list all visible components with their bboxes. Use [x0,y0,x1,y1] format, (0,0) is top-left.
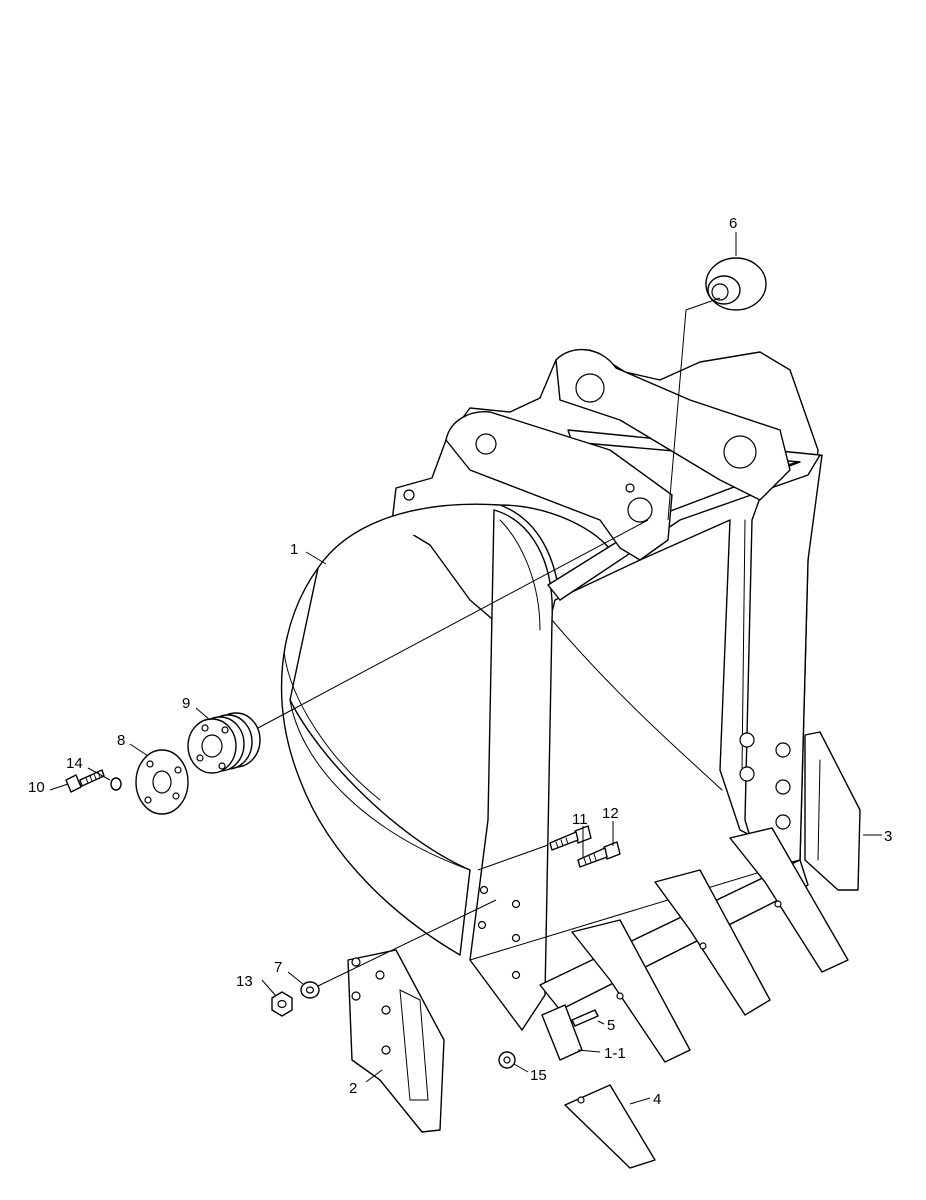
side-cutter-left [347,949,445,1133]
callout-11: 11 [572,811,588,828]
callout-15: 15 [530,1067,547,1084]
nut-13 [271,991,293,1017]
callout-leaders [49,232,882,1105]
callout-6: 6 [729,215,737,232]
pin-5 [571,1009,599,1027]
callout-3: 3 [884,828,892,845]
callout-10: 10 [28,779,45,796]
washer-14 [110,777,122,791]
bolt-11 [549,825,592,851]
washer-15 [498,1051,516,1069]
callout-8: 8 [117,732,125,749]
tooth-point [564,1084,656,1169]
callout-12: 12 [602,805,619,822]
bushing [705,257,767,311]
side-cutter-right [804,731,861,891]
assembly-lines [257,297,721,987]
mounting-lugs [403,348,791,561]
callout-13: 13 [236,973,253,990]
bolt-12 [577,841,621,868]
callout-2: 2 [349,1080,357,1097]
washer-7 [300,981,320,999]
bucket-teeth [541,827,849,1063]
callout-4: 4 [653,1091,661,1108]
callout-labels: 6 1 9 8 14 10 11 12 3 7 13 5 1-1 15 2 4 [28,215,892,1108]
callout-5: 5 [607,1017,615,1034]
callout-14: 14 [66,755,83,772]
callout-7: 7 [274,959,282,976]
shim-pack [187,712,261,774]
callout-1: 1 [290,541,298,558]
callout-1-1: 1-1 [604,1045,626,1062]
side-bolt-holes [477,732,791,980]
retaining-plate [135,749,189,815]
callout-9: 9 [182,695,190,712]
